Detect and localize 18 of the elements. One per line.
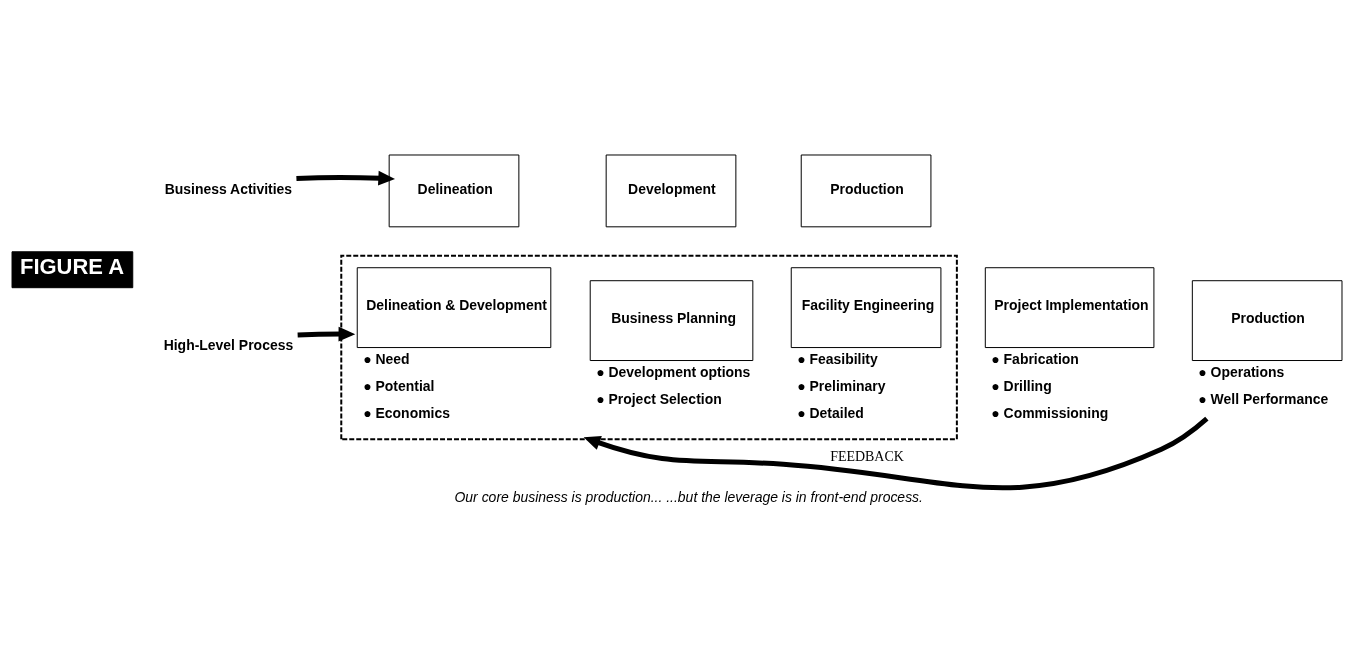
node-label: ● Well Performance: [1198, 390, 1329, 407]
node-label: ● Project Selection: [596, 390, 722, 407]
diagram-title: FIGURE A: [20, 254, 125, 280]
node-label: ● Operations: [1198, 363, 1285, 380]
node-text: Business Activities: [164, 180, 293, 197]
node-label: ● Potential: [363, 377, 435, 394]
node-label: ● Commissioning: [991, 404, 1109, 421]
node-label: ● Economics: [363, 404, 450, 421]
node-text: High-Level Process: [163, 337, 294, 354]
node-label: ● Development options: [596, 363, 751, 380]
node-label: ● Detailed: [797, 404, 864, 421]
node-label: ● Preliminary: [797, 377, 886, 394]
node-label: ● Fabrication: [991, 350, 1079, 367]
node-label: ● Drilling: [991, 377, 1052, 394]
node-label: ● Feasibility: [797, 350, 878, 367]
edge-label: FEEDBACK: [830, 448, 904, 464]
caption: Our core business is production... ...but the leverage is in front-end process.: [454, 489, 923, 506]
node-label: ● Need: [363, 350, 410, 367]
